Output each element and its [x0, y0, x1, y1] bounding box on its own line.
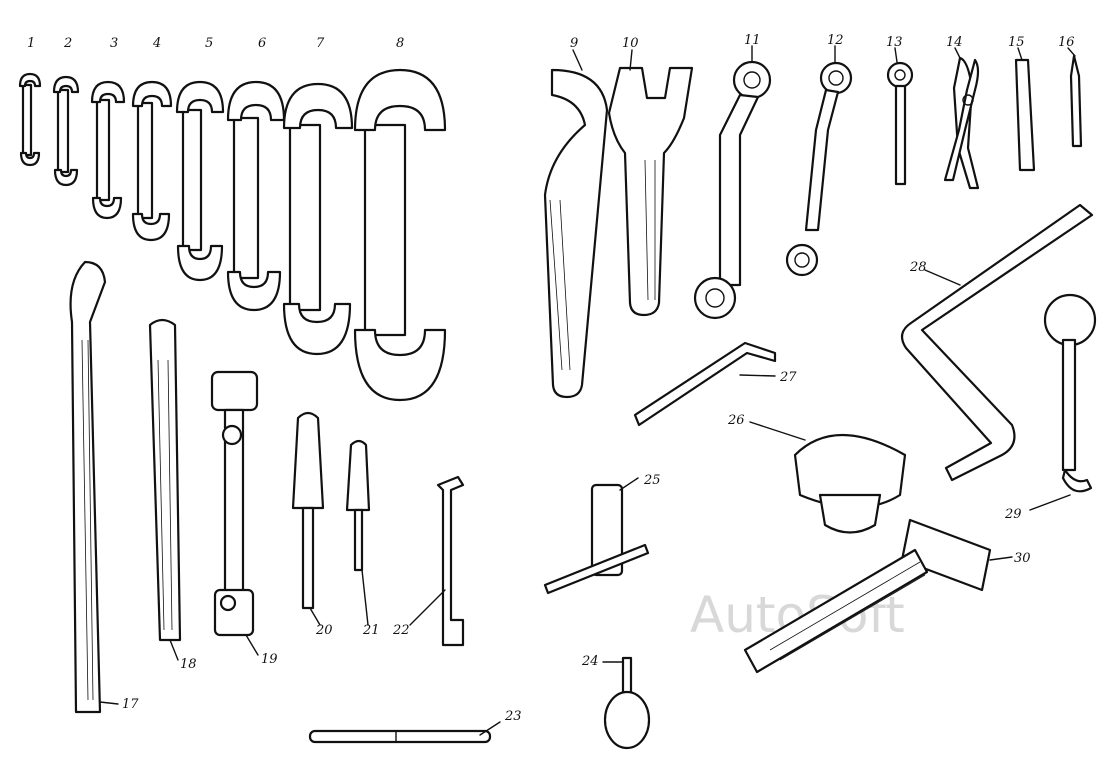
label-5: 5 [205, 36, 213, 51]
label-21: 21 [362, 623, 380, 638]
label-2: 2 [63, 36, 72, 51]
tool-7-open-end-wrench [282, 82, 354, 356]
label-13: 13 [886, 35, 903, 50]
tool-30-hammer [743, 518, 992, 674]
tool-11-offset-box-wrench [693, 60, 772, 320]
number-labels: 1 2 3 4 5 6 7 8 9 10 11 12 13 14 15 16 1… [27, 33, 1075, 724]
label-19: 19 [261, 652, 278, 667]
label-20: 20 [315, 623, 333, 638]
label-3: 3 [110, 36, 118, 51]
label-26: 26 [727, 413, 745, 428]
tool-14-pliers [943, 56, 980, 190]
tool-25-spark-plug-wrench [543, 483, 650, 595]
tool-3-open-end-wrench [90, 80, 126, 220]
tool-22-lever [436, 475, 465, 647]
label-15: 15 [1008, 35, 1025, 50]
tool-27-hex-key [633, 341, 777, 427]
tool-4-open-end-wrench [131, 80, 173, 242]
tool-23-rod [308, 729, 492, 744]
label-8: 8 [396, 36, 404, 51]
label-22: 22 [392, 623, 410, 638]
tool-2-open-end-wrench [52, 75, 80, 187]
tool-1-open-end-wrench [18, 72, 42, 167]
label-30: 30 [1014, 551, 1031, 566]
label-29: 29 [1004, 507, 1022, 522]
label-1: 1 [27, 36, 35, 51]
tool-17-tire-lever [69, 260, 107, 714]
label-17: 17 [122, 697, 139, 712]
label-23: 23 [504, 709, 522, 724]
leader-lines [99, 45, 1076, 736]
tool-21-screwdriver-small [345, 439, 371, 572]
label-28: 28 [909, 260, 927, 275]
tool-29-box-wrench [1043, 293, 1097, 493]
label-16: 16 [1058, 35, 1075, 50]
label-11: 11 [744, 33, 761, 48]
tool-18-tire-lever-flat [148, 318, 182, 642]
tool-8-open-end-wrench [353, 68, 447, 402]
label-12: 12 [827, 33, 844, 48]
label-4: 4 [152, 36, 161, 51]
tool-9-hook-spanner [543, 68, 609, 399]
label-24: 24 [581, 654, 599, 669]
label-6: 6 [258, 36, 266, 51]
tool-12-offset-box-wrench [785, 61, 853, 277]
label-25: 25 [643, 473, 661, 488]
tool-10-adjustable-wrench [607, 66, 694, 317]
tool-19-socket-wrench [210, 370, 259, 637]
label-10: 10 [622, 36, 639, 51]
tool-24-gauge [603, 656, 651, 750]
label-9: 9 [570, 36, 578, 51]
tool-28-wheel-brace [900, 203, 1094, 482]
tool-20-screwdriver [291, 411, 325, 610]
label-7: 7 [316, 36, 325, 51]
tool-16-punch [1069, 54, 1083, 148]
label-14: 14 [946, 35, 963, 50]
tool-6-open-end-wrench [226, 80, 286, 312]
tool-26-cap-wrench [793, 433, 907, 534]
label-27: 27 [779, 370, 797, 385]
tool-13-box-wrench [886, 61, 914, 186]
tool-5-open-end-wrench [175, 80, 225, 282]
tool-15-screwdriver-blade [1014, 58, 1036, 172]
label-18: 18 [180, 657, 197, 672]
